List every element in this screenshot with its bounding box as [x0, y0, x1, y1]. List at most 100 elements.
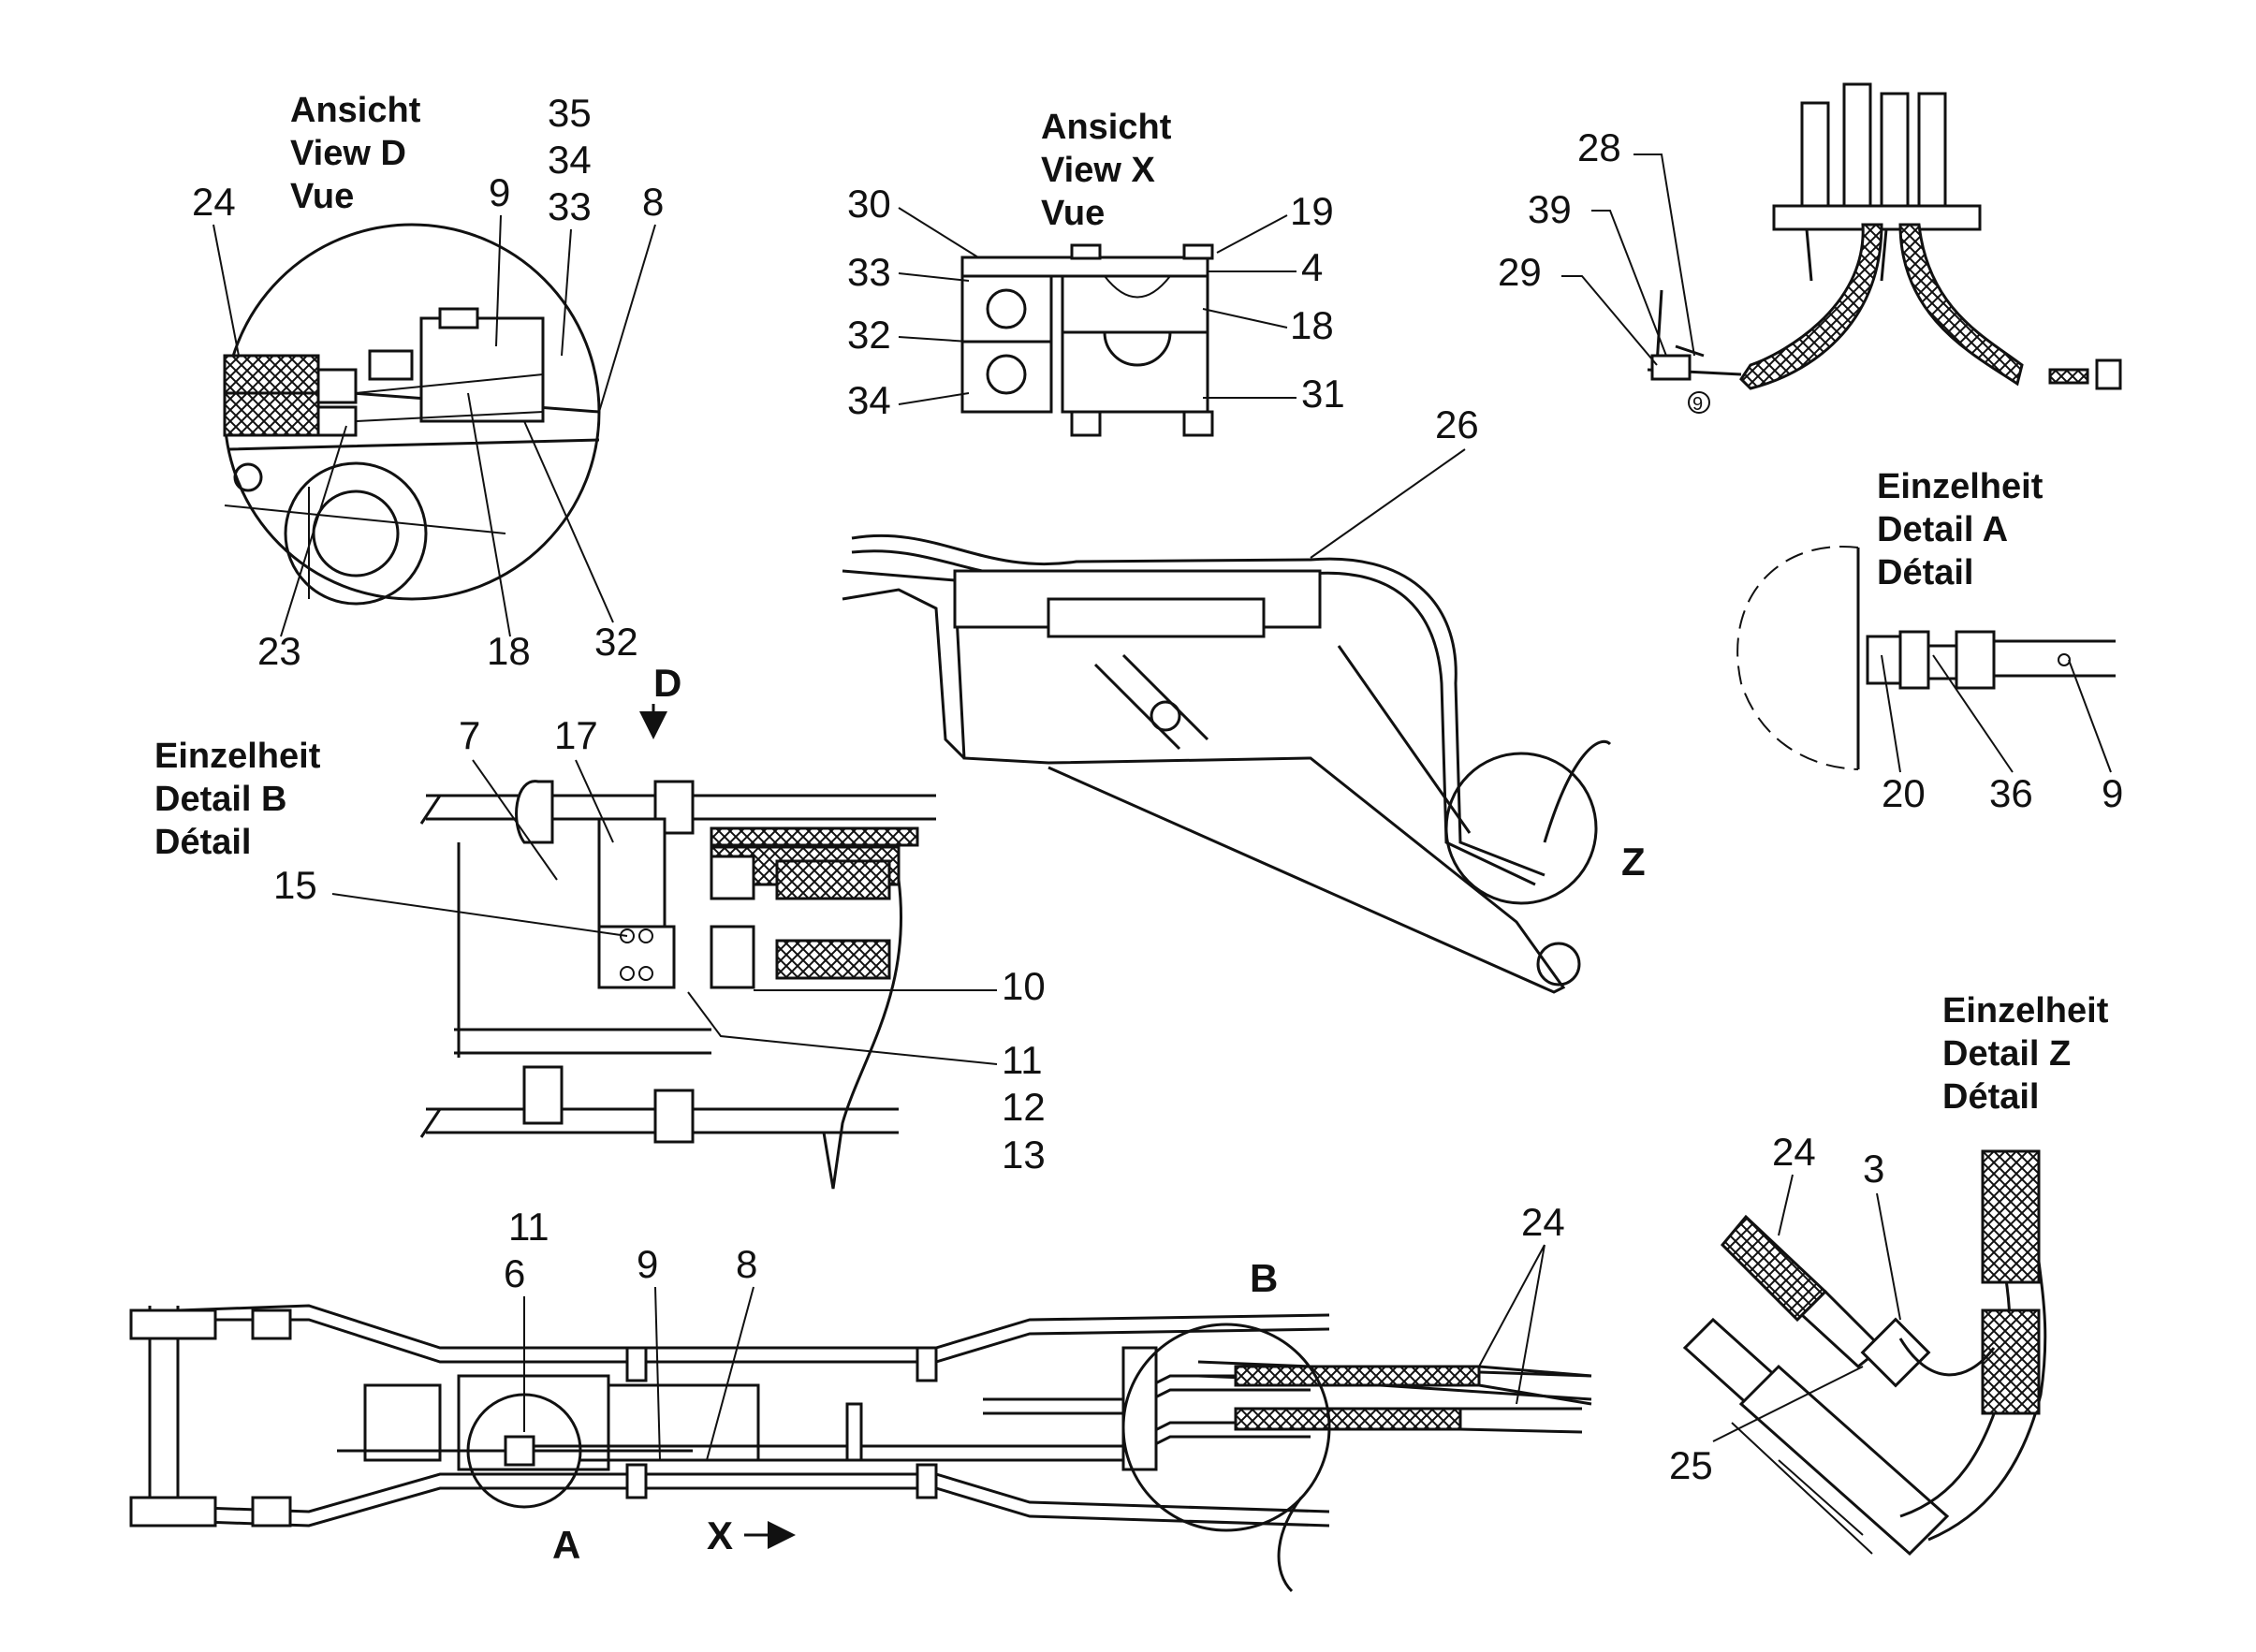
- view-d-callout-34: 34: [548, 138, 592, 182]
- bottom-hose-tails: [1459, 1365, 1592, 1434]
- view-x-title-line1: Ansicht: [1041, 108, 1172, 147]
- detail-z-marker-circle: [1444, 752, 1598, 905]
- bottom-lug-top-2: [251, 1308, 292, 1340]
- detail-b-frame: [419, 795, 711, 1138]
- detail-b-title-line1: Einzelheit: [154, 737, 321, 776]
- view-d-fitting-2: [316, 405, 358, 437]
- detail-z-callout-24: 24: [1772, 1130, 1816, 1174]
- detail-a-leader-lines: [1881, 654, 2112, 773]
- view-d-callout-23: 23: [257, 629, 301, 673]
- view-d-title-line3: Vue: [290, 177, 354, 216]
- detail-b-callout-7: 7: [459, 713, 480, 757]
- view-x-callout-34: 34: [847, 378, 891, 422]
- detail-z-marker-label: Z: [1621, 840, 1646, 884]
- detail-a-marker-label: A: [552, 1523, 580, 1567]
- bottom-clamp-5: [916, 1463, 938, 1499]
- valve-end-fitting: [2095, 358, 2122, 390]
- detail-a-nut: [1955, 630, 1996, 690]
- view-x-callout-32: 32: [847, 313, 891, 357]
- view-d-pin-outer: [284, 461, 428, 606]
- view-d-group: Ansicht View D Vue 24 9 35 34 33 8 23 18…: [192, 91, 664, 673]
- view-d-callout-24: 24: [192, 180, 236, 224]
- bottom-leader-lines: [523, 1244, 1546, 1461]
- valve-cartridge-1: [1800, 101, 1830, 208]
- view-x-callout-30: 30: [847, 182, 891, 226]
- boom-bracket: [1093, 653, 1209, 751]
- boom-outline: [842, 569, 1566, 994]
- bottom-callout-6: 6: [504, 1251, 525, 1295]
- detail-a-group: Einzelheit Detail A Détail 20 36 9: [1736, 467, 2123, 815]
- view-x-large-clamp: [1061, 274, 1209, 414]
- valve-hose-left: [1739, 223, 1883, 390]
- detail-a-callout-36: 36: [1989, 771, 2033, 815]
- view-d-plate: [224, 487, 506, 599]
- detail-a-callout-9: 9: [2102, 771, 2123, 815]
- view-d-clamp-block: [419, 316, 545, 423]
- bottom-clamp-1: [625, 1346, 648, 1382]
- detail-b-flange-top: [710, 855, 755, 900]
- boom-hose-line-1: [851, 534, 1546, 877]
- view-x-title-line2: View X: [1041, 151, 1155, 190]
- view-d-callout-32: 32: [594, 620, 638, 664]
- boom-bracket-hole: [1150, 700, 1181, 732]
- detail-a-fitting-20: [1866, 635, 1902, 685]
- detail-b-callout-11: 11: [1002, 1038, 1043, 1082]
- view-d-callout-18: 18: [487, 629, 531, 673]
- detail-a-fitting-36: [1926, 644, 1958, 680]
- valve-hose-end: [2048, 368, 2089, 385]
- top-right-valve-group: 28 39 29 9: [1498, 82, 2122, 415]
- view-d-bolt: [233, 462, 263, 492]
- detail-z-title-line2: Detail Z: [1942, 1034, 2071, 1074]
- boom-group: Z 26: [842, 402, 1646, 994]
- bottom-frame-bottom-rails: [177, 1472, 1330, 1528]
- detail-b-hose-4: [775, 939, 891, 980]
- bottom-lug-bottom-2: [251, 1496, 292, 1528]
- bottom-callout-8: 8: [736, 1242, 757, 1286]
- detail-b-bend-top: [515, 780, 554, 844]
- valve-cartridge-3: [1880, 92, 1910, 208]
- detail-b-bolt-2: [638, 928, 653, 943]
- view-d-hose-lower: [223, 391, 320, 437]
- detail-b-title-line3: Détail: [154, 823, 251, 862]
- detail-z-hose-vertical: [1981, 1149, 2041, 1284]
- detail-z-hose-24: [1720, 1214, 1828, 1323]
- view-x-callout-4: 4: [1301, 245, 1323, 289]
- detail-a-tube: [1994, 639, 2116, 678]
- detail-z-lines: [1731, 1422, 1873, 1555]
- view-x-small-bore-2: [986, 354, 1027, 395]
- valve-hose-right: [1898, 223, 2024, 387]
- bottom-clamp-2: [916, 1346, 938, 1382]
- bottom-callout-24: 24: [1521, 1200, 1565, 1244]
- detail-z-group: Einzelheit Detail Z Détail 24 3 25: [1669, 991, 2109, 1557]
- detail-b-callout-13: 13: [1002, 1133, 1046, 1177]
- detail-a-callout-20: 20: [1882, 771, 1926, 815]
- boom-tip-pin: [1536, 942, 1581, 987]
- detail-b-break-line: [822, 879, 903, 1190]
- top-right-callout-9-ring: [1688, 391, 1710, 414]
- detail-z-fitting-3: [1860, 1317, 1931, 1388]
- view-d-fitting-3: [368, 349, 414, 381]
- view-x-callout-33: 33: [847, 250, 891, 294]
- valve-cartridge-2: [1842, 82, 1872, 208]
- view-d-tubes: [355, 373, 544, 422]
- bottom-cylinder-body: [607, 1383, 760, 1462]
- detail-b-callout-10: 10: [1002, 964, 1046, 1008]
- view-d-callout-35: 35: [548, 91, 592, 135]
- detail-z-flange: [1738, 1364, 1950, 1557]
- detail-z-hose-vertical-2: [1981, 1308, 2041, 1415]
- view-d-title-line1: Ansicht: [290, 91, 421, 130]
- top-right-leader-lines: [1561, 154, 1695, 366]
- detail-b-hose-3: [775, 859, 891, 900]
- bottom-assembly-group: B A X 11 6 9 8 24: [129, 1200, 1592, 1593]
- view-x-nut-2: [1182, 410, 1214, 437]
- detail-b-callout-17: 17: [554, 713, 598, 757]
- view-x-group: Ansicht View X Vue 30 19 33 4 32 18 34 3…: [847, 108, 1345, 437]
- view-x-nut-1: [1070, 410, 1102, 437]
- detail-b-bolt-4: [638, 966, 653, 981]
- bottom-frame-left-end: [148, 1306, 180, 1526]
- valve-tee-fitting: [1650, 354, 1692, 381]
- bottom-hose-upper-1: [1234, 1365, 1481, 1387]
- bottom-break-line: [1277, 1497, 1303, 1593]
